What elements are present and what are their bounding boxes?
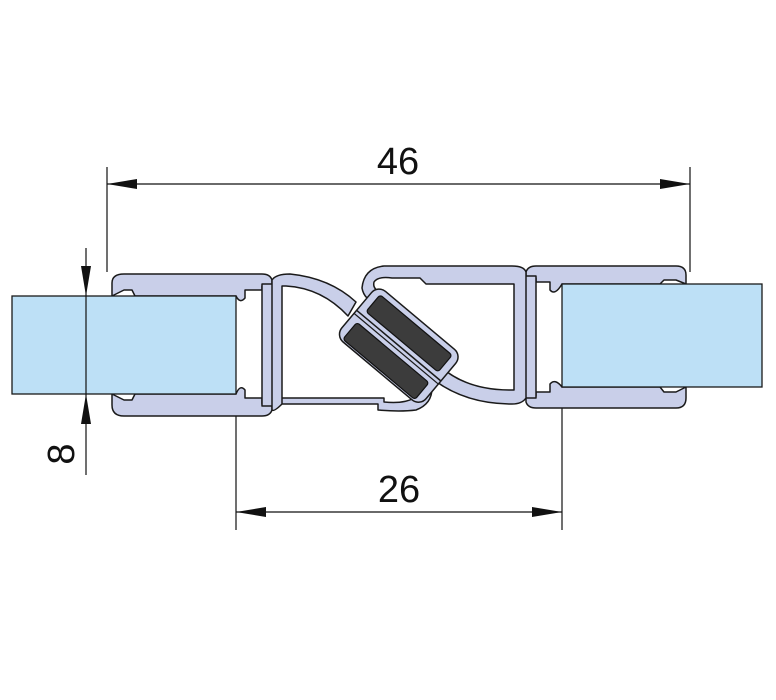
dimension-overall-width: 46 xyxy=(106,141,691,272)
dimension-label-8: 8 xyxy=(41,443,83,464)
dimension-glass-thickness: 8 xyxy=(41,248,91,475)
magnet-assembly xyxy=(338,288,459,403)
glass-panel-right xyxy=(561,283,763,388)
dimension-glass-gap: 26 xyxy=(235,384,563,530)
magnet-strip-upper xyxy=(366,295,452,372)
dimension-label-26: 26 xyxy=(378,469,420,511)
magnet-strip-lower xyxy=(343,322,429,399)
glass-panel-left xyxy=(11,295,237,395)
dimension-label-46: 46 xyxy=(377,141,419,183)
